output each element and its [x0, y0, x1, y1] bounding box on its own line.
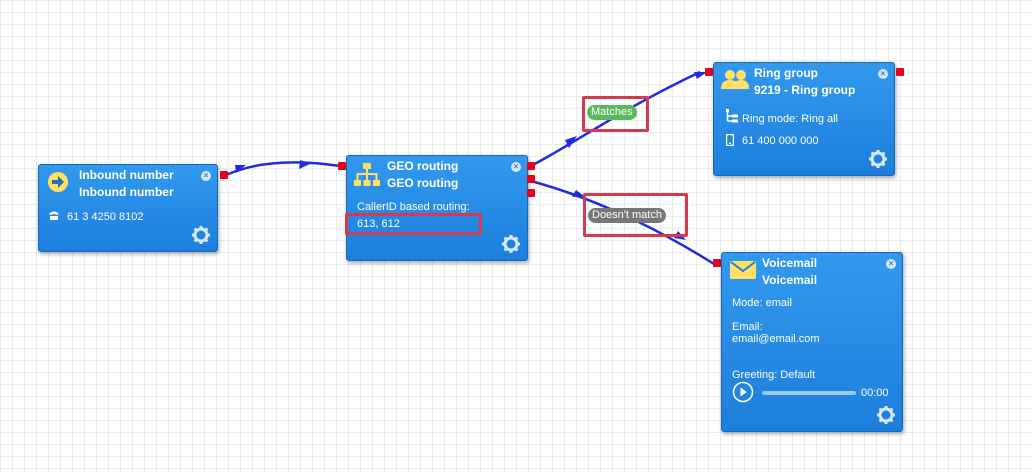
email-label: Email: — [732, 321, 763, 333]
routing-rule-label: CallerID based routing: — [357, 201, 470, 213]
sitemap-icon — [354, 163, 380, 186]
doesnt-match-label[interactable]: Doesn't match — [588, 208, 666, 223]
node-subtitle: Voicemail — [762, 273, 818, 287]
gear-icon[interactable] — [868, 149, 888, 169]
node-subtitle: 9219 - Ring group — [754, 83, 856, 97]
ring-mode-text: Ring mode: Ring all — [742, 113, 838, 125]
wire-inbound-to-geo — [225, 161, 341, 177]
routing-rule-value: 613, 612 — [357, 218, 400, 230]
wire-arrow — [299, 160, 310, 169]
close-icon[interactable]: × — [886, 259, 896, 269]
gear-icon[interactable] — [876, 405, 896, 425]
highlight-box — [345, 213, 482, 235]
close-icon[interactable]: × — [201, 171, 211, 181]
node-title: Inbound number — [79, 168, 174, 182]
input-port[interactable] — [338, 162, 346, 170]
arrow-right-circle-icon — [48, 172, 68, 192]
ring-group-node[interactable]: Ring group 9219 - Ring group × Ring mode… — [713, 62, 895, 176]
playback-progress-bar[interactable] — [762, 391, 856, 395]
member-number: 61 400 000 000 — [742, 135, 819, 147]
playback-time: 00:00 — [861, 387, 889, 399]
users-icon — [721, 70, 749, 89]
wire-arrow — [694, 72, 707, 79]
node-subtitle: Inbound number — [79, 185, 174, 199]
wire-arrow — [572, 190, 584, 197]
inbound-number-node[interactable]: Inbound number Inbound number × 61 3 425… — [38, 164, 218, 252]
input-port[interactable] — [705, 68, 713, 76]
node-subtitle: GEO routing — [387, 176, 459, 190]
node-title: Ring group — [754, 66, 818, 80]
mobile-phone-icon — [726, 134, 734, 146]
voicemail-mode: Mode: email — [732, 297, 792, 309]
highlight-box — [583, 193, 688, 237]
email-value: email@email.com — [732, 333, 820, 345]
wire-arrow — [235, 165, 246, 173]
input-port[interactable] — [713, 259, 721, 267]
close-icon[interactable]: × — [878, 69, 888, 79]
geo-routing-node[interactable]: GEO routing GEO routing × CallerID based… — [346, 155, 528, 261]
output-port[interactable] — [896, 68, 904, 76]
node-title: GEO routing — [387, 159, 459, 173]
wire-arrow — [565, 136, 577, 148]
greeting-text: Greeting: Default — [732, 369, 816, 381]
inbound-number-value: 61 3 4250 8102 — [67, 211, 144, 223]
output-port[interactable] — [527, 162, 535, 170]
gear-icon[interactable] — [501, 234, 521, 254]
node-title: Voicemail — [762, 256, 818, 270]
close-icon[interactable]: × — [511, 162, 521, 172]
gear-icon[interactable] — [191, 225, 211, 245]
wire-geo-to-ringgroup — [530, 70, 701, 168]
telephone-icon — [49, 211, 59, 220]
output-port[interactable] — [527, 175, 535, 183]
envelope-icon — [730, 261, 756, 279]
highlight-box — [582, 96, 649, 132]
play-icon[interactable] — [732, 381, 754, 403]
output-port[interactable] — [220, 171, 228, 179]
hierarchy-list-icon — [726, 109, 738, 123]
output-port[interactable] — [527, 189, 535, 197]
matches-label[interactable]: Matches — [587, 105, 637, 120]
voicemail-node[interactable]: Voicemail Voicemail × Mode: email Email:… — [721, 252, 903, 432]
